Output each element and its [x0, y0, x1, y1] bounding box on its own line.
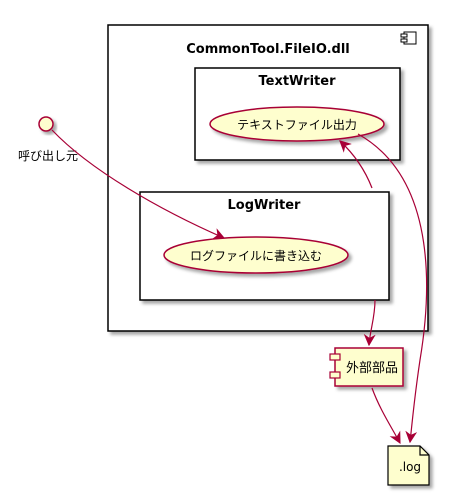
- component-icon: [400, 31, 417, 45]
- component-tab-top: [329, 353, 341, 361]
- interface-caller: 呼び出し元: [18, 116, 78, 163]
- artifact-log-file: .log: [387, 445, 430, 486]
- arrow-text-output-to-log-file: [357, 133, 428, 444]
- file-icon: [387, 445, 430, 486]
- arrow-logwriter-to-external: [363, 299, 376, 347]
- usecase-log-write-label: ログファイルに書き込む: [190, 249, 322, 263]
- package-logwriter-title: LogWriter: [228, 198, 302, 213]
- caller-interface-circle: [38, 116, 54, 132]
- component-external: 外部部品: [329, 347, 404, 387]
- package-logwriter: LogWriter ログファイルに書き込む: [139, 191, 390, 301]
- component-title: CommonTool.FileIO.dll: [186, 42, 350, 57]
- caller-label: 呼び出し元: [18, 149, 78, 163]
- usecase-text-output: [209, 106, 385, 142]
- arrow-external-to-log-file: [371, 387, 401, 445]
- arrow-logwriter-to-text-output: [339, 140, 373, 189]
- component-tab-bottom: [329, 371, 341, 379]
- arrow-caller-to-log-write: [51, 129, 226, 240]
- usecase-log-write: [163, 236, 349, 274]
- usecase-text-output-label: テキストファイル出力: [237, 118, 357, 132]
- log-file-label: .log: [399, 460, 421, 474]
- package-textwriter: TextWriter テキストファイル出力: [194, 67, 401, 161]
- external-component-label: 外部部品: [346, 361, 398, 376]
- package-textwriter-title: TextWriter: [259, 74, 337, 89]
